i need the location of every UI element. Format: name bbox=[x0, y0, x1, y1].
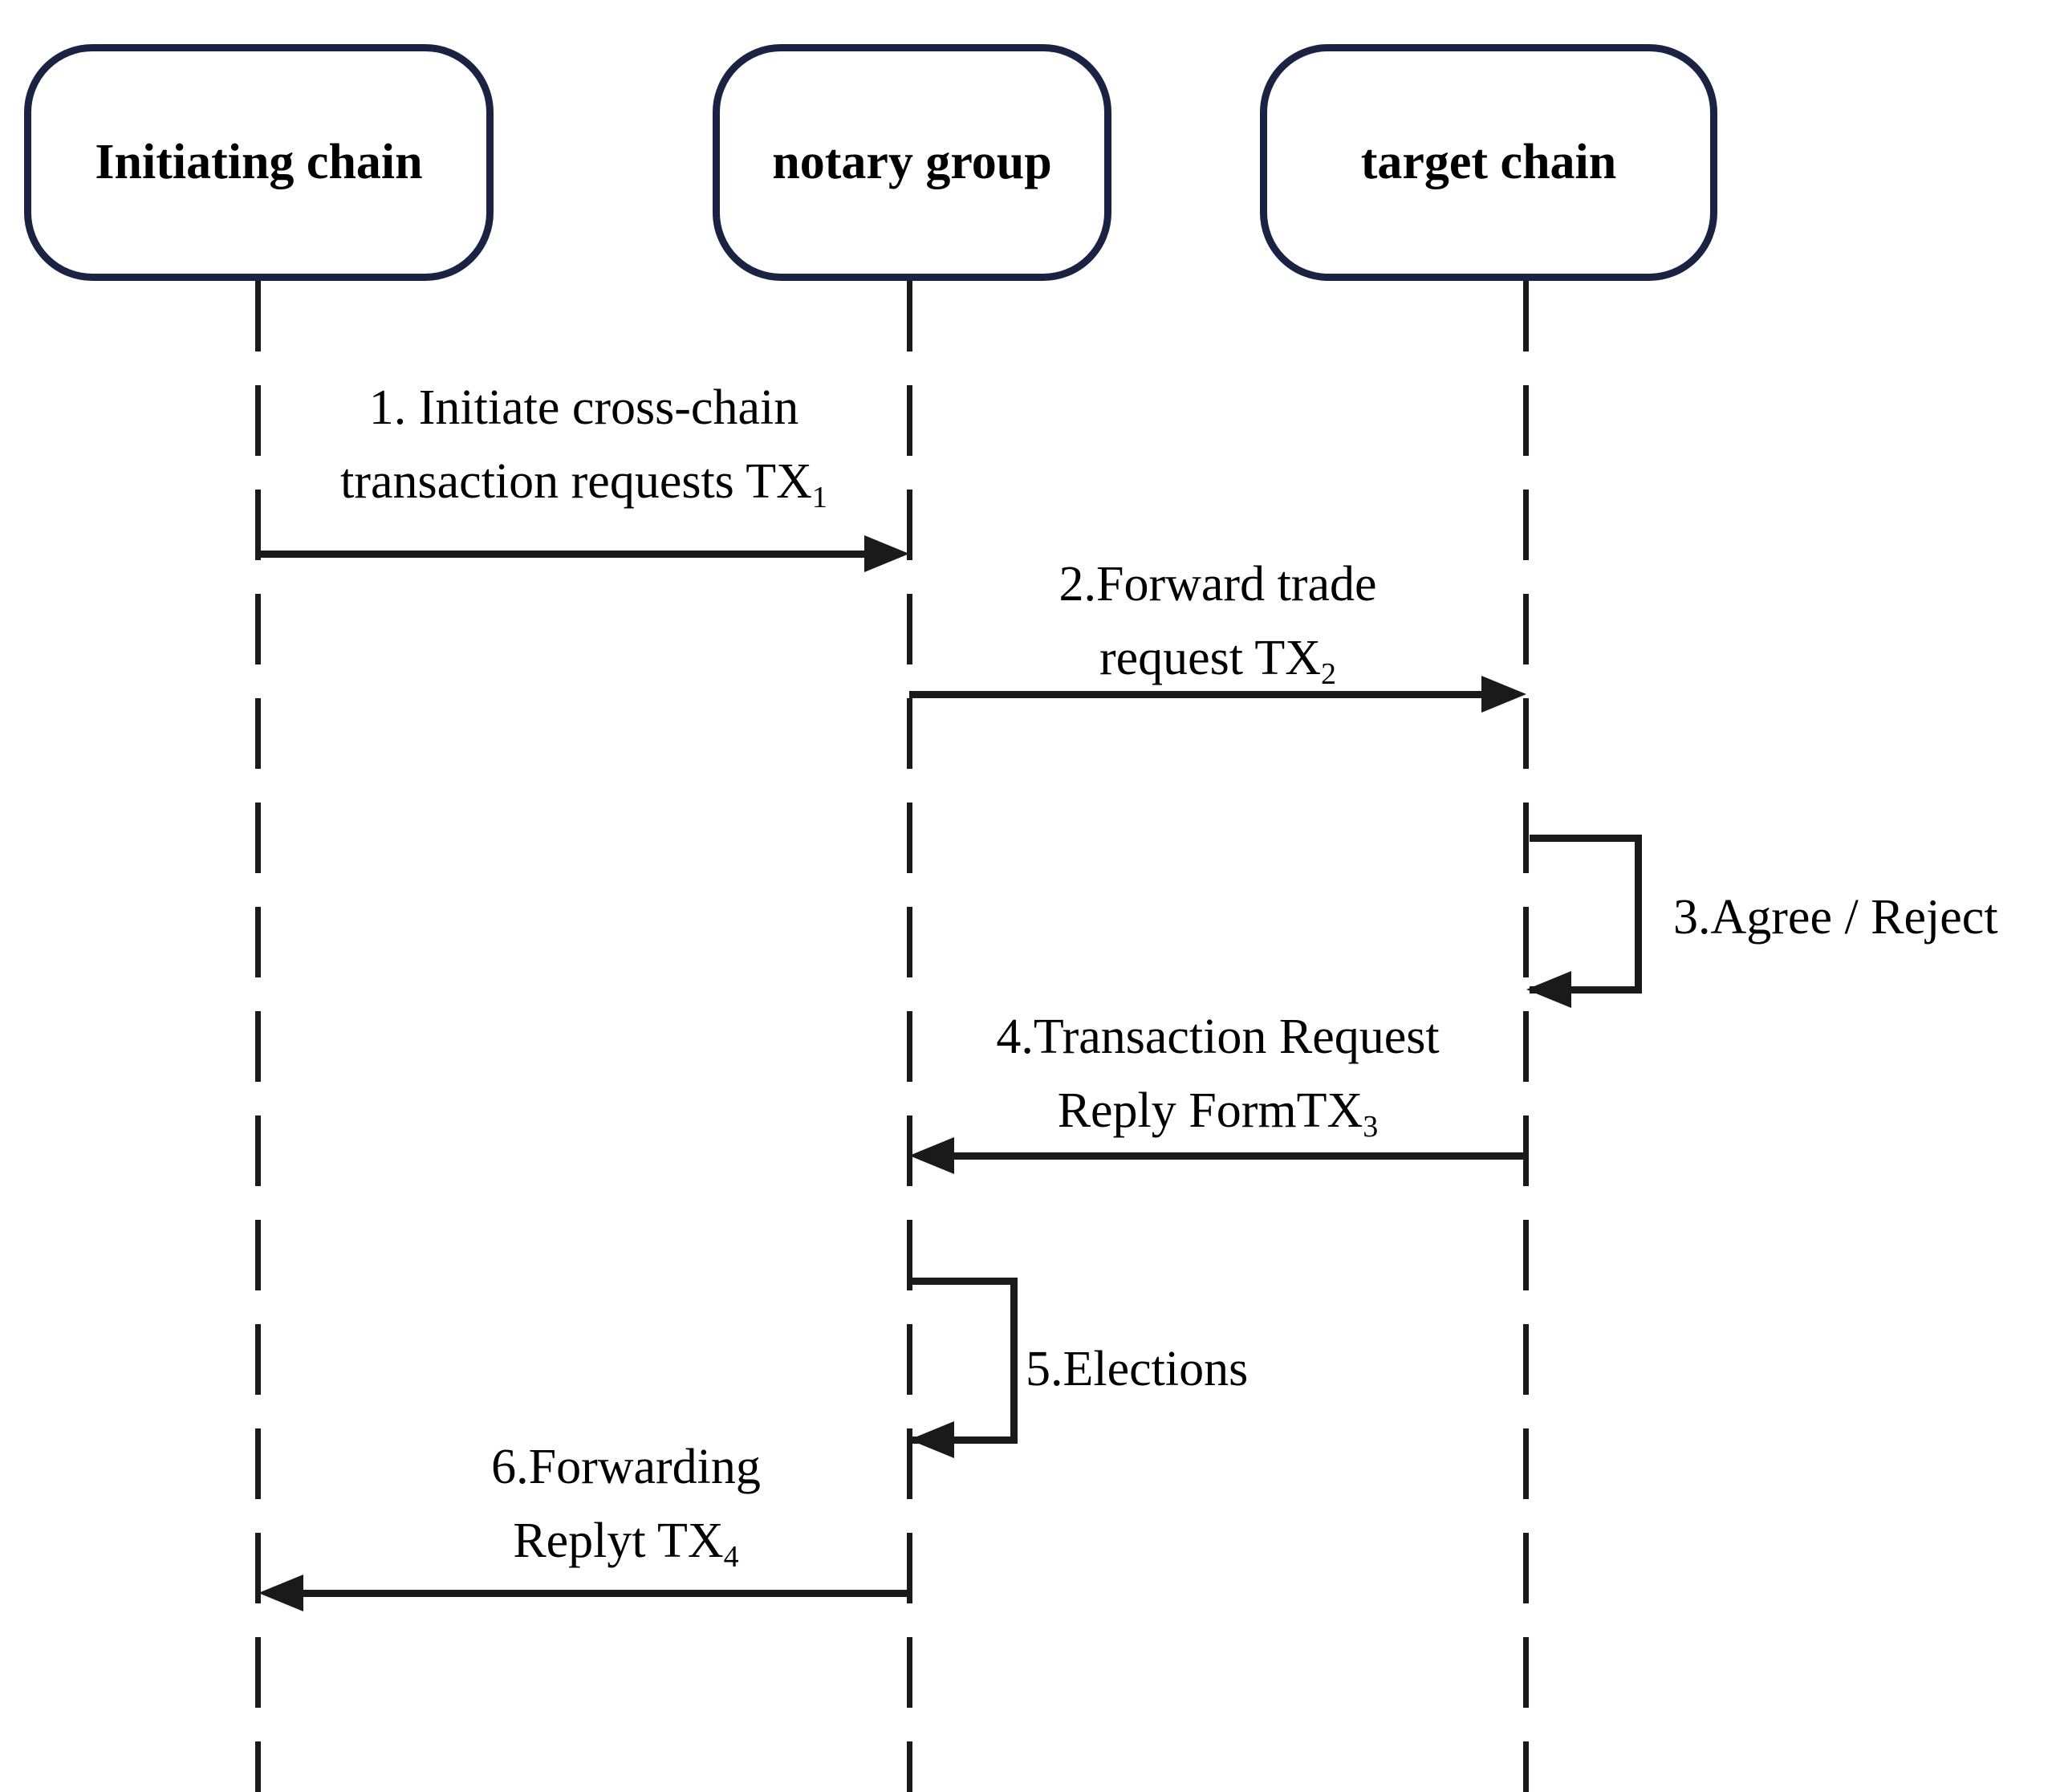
message-4-arrow-shaft bbox=[954, 1152, 1526, 1160]
message-6-label-line-1: 6.Forwarding bbox=[491, 1440, 761, 1494]
message-6-arrowhead-left-icon bbox=[258, 1575, 303, 1611]
message-2-label-line-2-text: request TX bbox=[1099, 631, 1322, 685]
message-4-label-line-2: Reply FormTX3 bbox=[909, 1074, 1526, 1148]
message-5-self-loop bbox=[912, 1278, 1018, 1444]
message-2-label: 2.Forward trade request TX2 bbox=[909, 547, 1526, 695]
message-2-arrow-shaft bbox=[909, 691, 1481, 698]
participant-label-target-chain: target chain bbox=[1360, 135, 1617, 189]
message-6-arrow-shaft bbox=[303, 1590, 909, 1597]
lifeline-initiating-chain bbox=[255, 281, 261, 1792]
message-6-label: 6.Forwarding Replyt TX4 bbox=[301, 1430, 951, 1578]
message-1-arrow-shaft bbox=[258, 551, 864, 558]
message-1-arrowhead-right-icon bbox=[864, 535, 909, 572]
message-4-label-line-1: 4.Transaction Request bbox=[996, 1010, 1440, 1064]
lifeline-notary-group bbox=[907, 281, 912, 1792]
message-1-label-line-2-text: transaction requests TX bbox=[340, 454, 812, 509]
participant-box-notary-group: notary group bbox=[713, 44, 1111, 281]
message-4-arrowhead-left-icon bbox=[909, 1137, 954, 1174]
message-3-label: 3.Agree / Reject bbox=[1673, 890, 1998, 945]
message-2-label-subscript: 2 bbox=[1321, 657, 1337, 691]
message-6-label-line-2-text: Replyt TX bbox=[513, 1514, 724, 1568]
participant-label-notary-group: notary group bbox=[772, 135, 1052, 189]
lifeline-target-chain bbox=[1523, 281, 1529, 1792]
participant-label-initiating-chain: Initiating chain bbox=[95, 135, 423, 189]
message-1-label-line-1: 1. Initiate cross-chain bbox=[368, 380, 799, 435]
message-3-arrowhead-left-icon bbox=[1526, 971, 1571, 1008]
message-2-label-line-1: 2.Forward trade bbox=[1059, 557, 1377, 612]
message-5-label: 5.Elections bbox=[1026, 1342, 1249, 1396]
message-2-arrowhead-right-icon bbox=[1481, 676, 1526, 713]
message-4-label-line-2-text: Reply FormTX bbox=[1057, 1083, 1363, 1138]
participant-box-initiating-chain: Initiating chain bbox=[24, 44, 494, 281]
message-3-self-loop bbox=[1530, 835, 1642, 994]
message-6-label-subscript: 4 bbox=[723, 1540, 739, 1574]
message-6-label-line-2: Replyt TX4 bbox=[301, 1504, 951, 1578]
message-1-label-subscript: 1 bbox=[811, 481, 827, 514]
message-1-label-line-2: transaction requests TX1 bbox=[258, 445, 909, 518]
message-2-label-line-2: request TX2 bbox=[909, 621, 1526, 695]
message-4-label-subscript: 3 bbox=[1363, 1110, 1379, 1144]
message-1-label: 1. Initiate cross-chain transaction requ… bbox=[258, 371, 909, 518]
message-5-arrowhead-left-icon bbox=[909, 1421, 954, 1458]
message-4-label: 4.Transaction Request Reply FormTX3 bbox=[909, 1000, 1526, 1148]
participant-box-target-chain: target chain bbox=[1260, 44, 1717, 281]
